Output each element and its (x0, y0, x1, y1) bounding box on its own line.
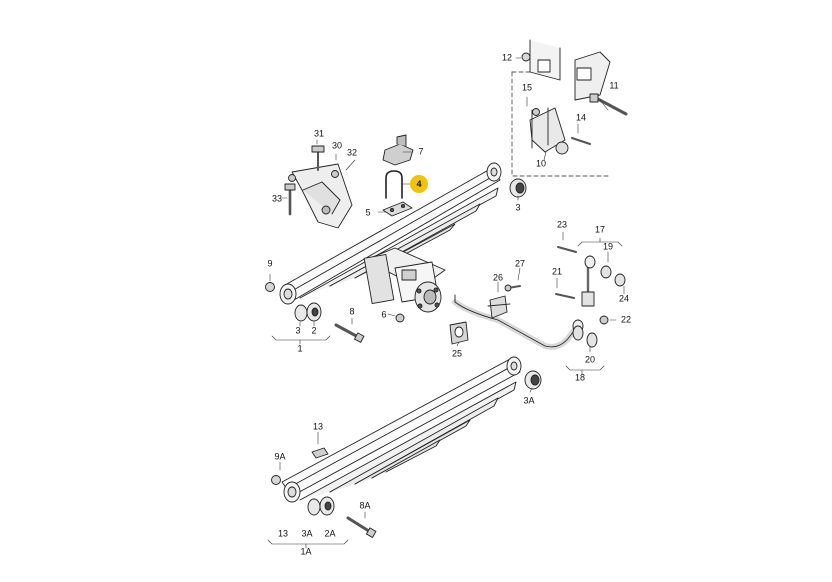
bushing-2-3-left (294, 302, 322, 322)
callout-1A: 1A (300, 546, 312, 557)
bushing-25 (449, 321, 469, 345)
callout-4-highlighted: 4 (410, 175, 428, 193)
u-bolt-4 (385, 170, 403, 199)
shackle-assembly (511, 39, 628, 177)
plate-5 (382, 201, 413, 217)
callout-14: 14 (575, 112, 587, 123)
callout-23: 23 (556, 219, 568, 230)
bump-stop-7 (382, 134, 414, 166)
callout-3-group: 3 (295, 325, 301, 336)
callout-3A-group: 3A (301, 528, 313, 539)
callout-27: 27 (514, 258, 526, 269)
bushing-3A-upper (524, 370, 542, 390)
bolt-8 (334, 323, 365, 343)
bolt-8A (346, 516, 377, 538)
stabilizer-bar (452, 294, 584, 350)
pad-13 (311, 447, 329, 459)
callout-21: 21 (551, 266, 563, 277)
bolt-27 (504, 284, 521, 292)
bushing-2A-3A-left (307, 496, 335, 516)
nut-9A (271, 475, 281, 485)
callout-6: 6 (381, 309, 387, 320)
leader-lines (267, 57, 625, 549)
callout-8: 8 (349, 306, 355, 317)
callout-9A: 9A (274, 451, 286, 462)
drop-link-17 (555, 246, 626, 348)
callout-30: 30 (331, 140, 343, 151)
callout-5: 5 (365, 207, 371, 218)
callout-1: 1 (297, 343, 303, 354)
callout-33: 33 (271, 193, 283, 204)
bolt-33 (284, 183, 296, 216)
callout-3-upper: 3 (515, 202, 521, 213)
callout-15: 15 (521, 82, 533, 93)
callout-24: 24 (618, 293, 630, 304)
callout-32: 32 (346, 147, 358, 158)
callout-2: 2 (311, 325, 317, 336)
callout-13: 13 (312, 421, 324, 432)
nut-9 (265, 282, 275, 292)
callout-18: 18 (574, 372, 586, 383)
callout-13-group: 13 (277, 528, 289, 539)
spring-hanger-bracket (288, 145, 353, 229)
bushing-3-upper (509, 178, 527, 198)
callout-22: 22 (620, 314, 632, 325)
callout-20: 20 (584, 354, 596, 365)
callout-9: 9 (267, 258, 273, 269)
callout-7: 7 (418, 146, 424, 157)
callout-12: 12 (501, 52, 513, 63)
callout-19: 19 (602, 241, 614, 252)
callout-10: 10 (535, 158, 547, 169)
clamp-26 (487, 295, 511, 319)
lower-leaf-spring (281, 356, 522, 503)
callout-3A-upper: 3A (523, 395, 535, 406)
callout-11: 11 (609, 80, 619, 91)
callout-26: 26 (492, 272, 504, 283)
callout-31: 31 (313, 128, 325, 139)
callout-25: 25 (451, 348, 463, 359)
axle-hub-assembly (363, 247, 446, 323)
upper-leaf-spring (279, 162, 502, 305)
callout-2A: 2A (324, 528, 336, 539)
callout-17: 17 (594, 224, 606, 235)
callout-8A: 8A (359, 500, 371, 511)
nut-12 (521, 52, 531, 62)
